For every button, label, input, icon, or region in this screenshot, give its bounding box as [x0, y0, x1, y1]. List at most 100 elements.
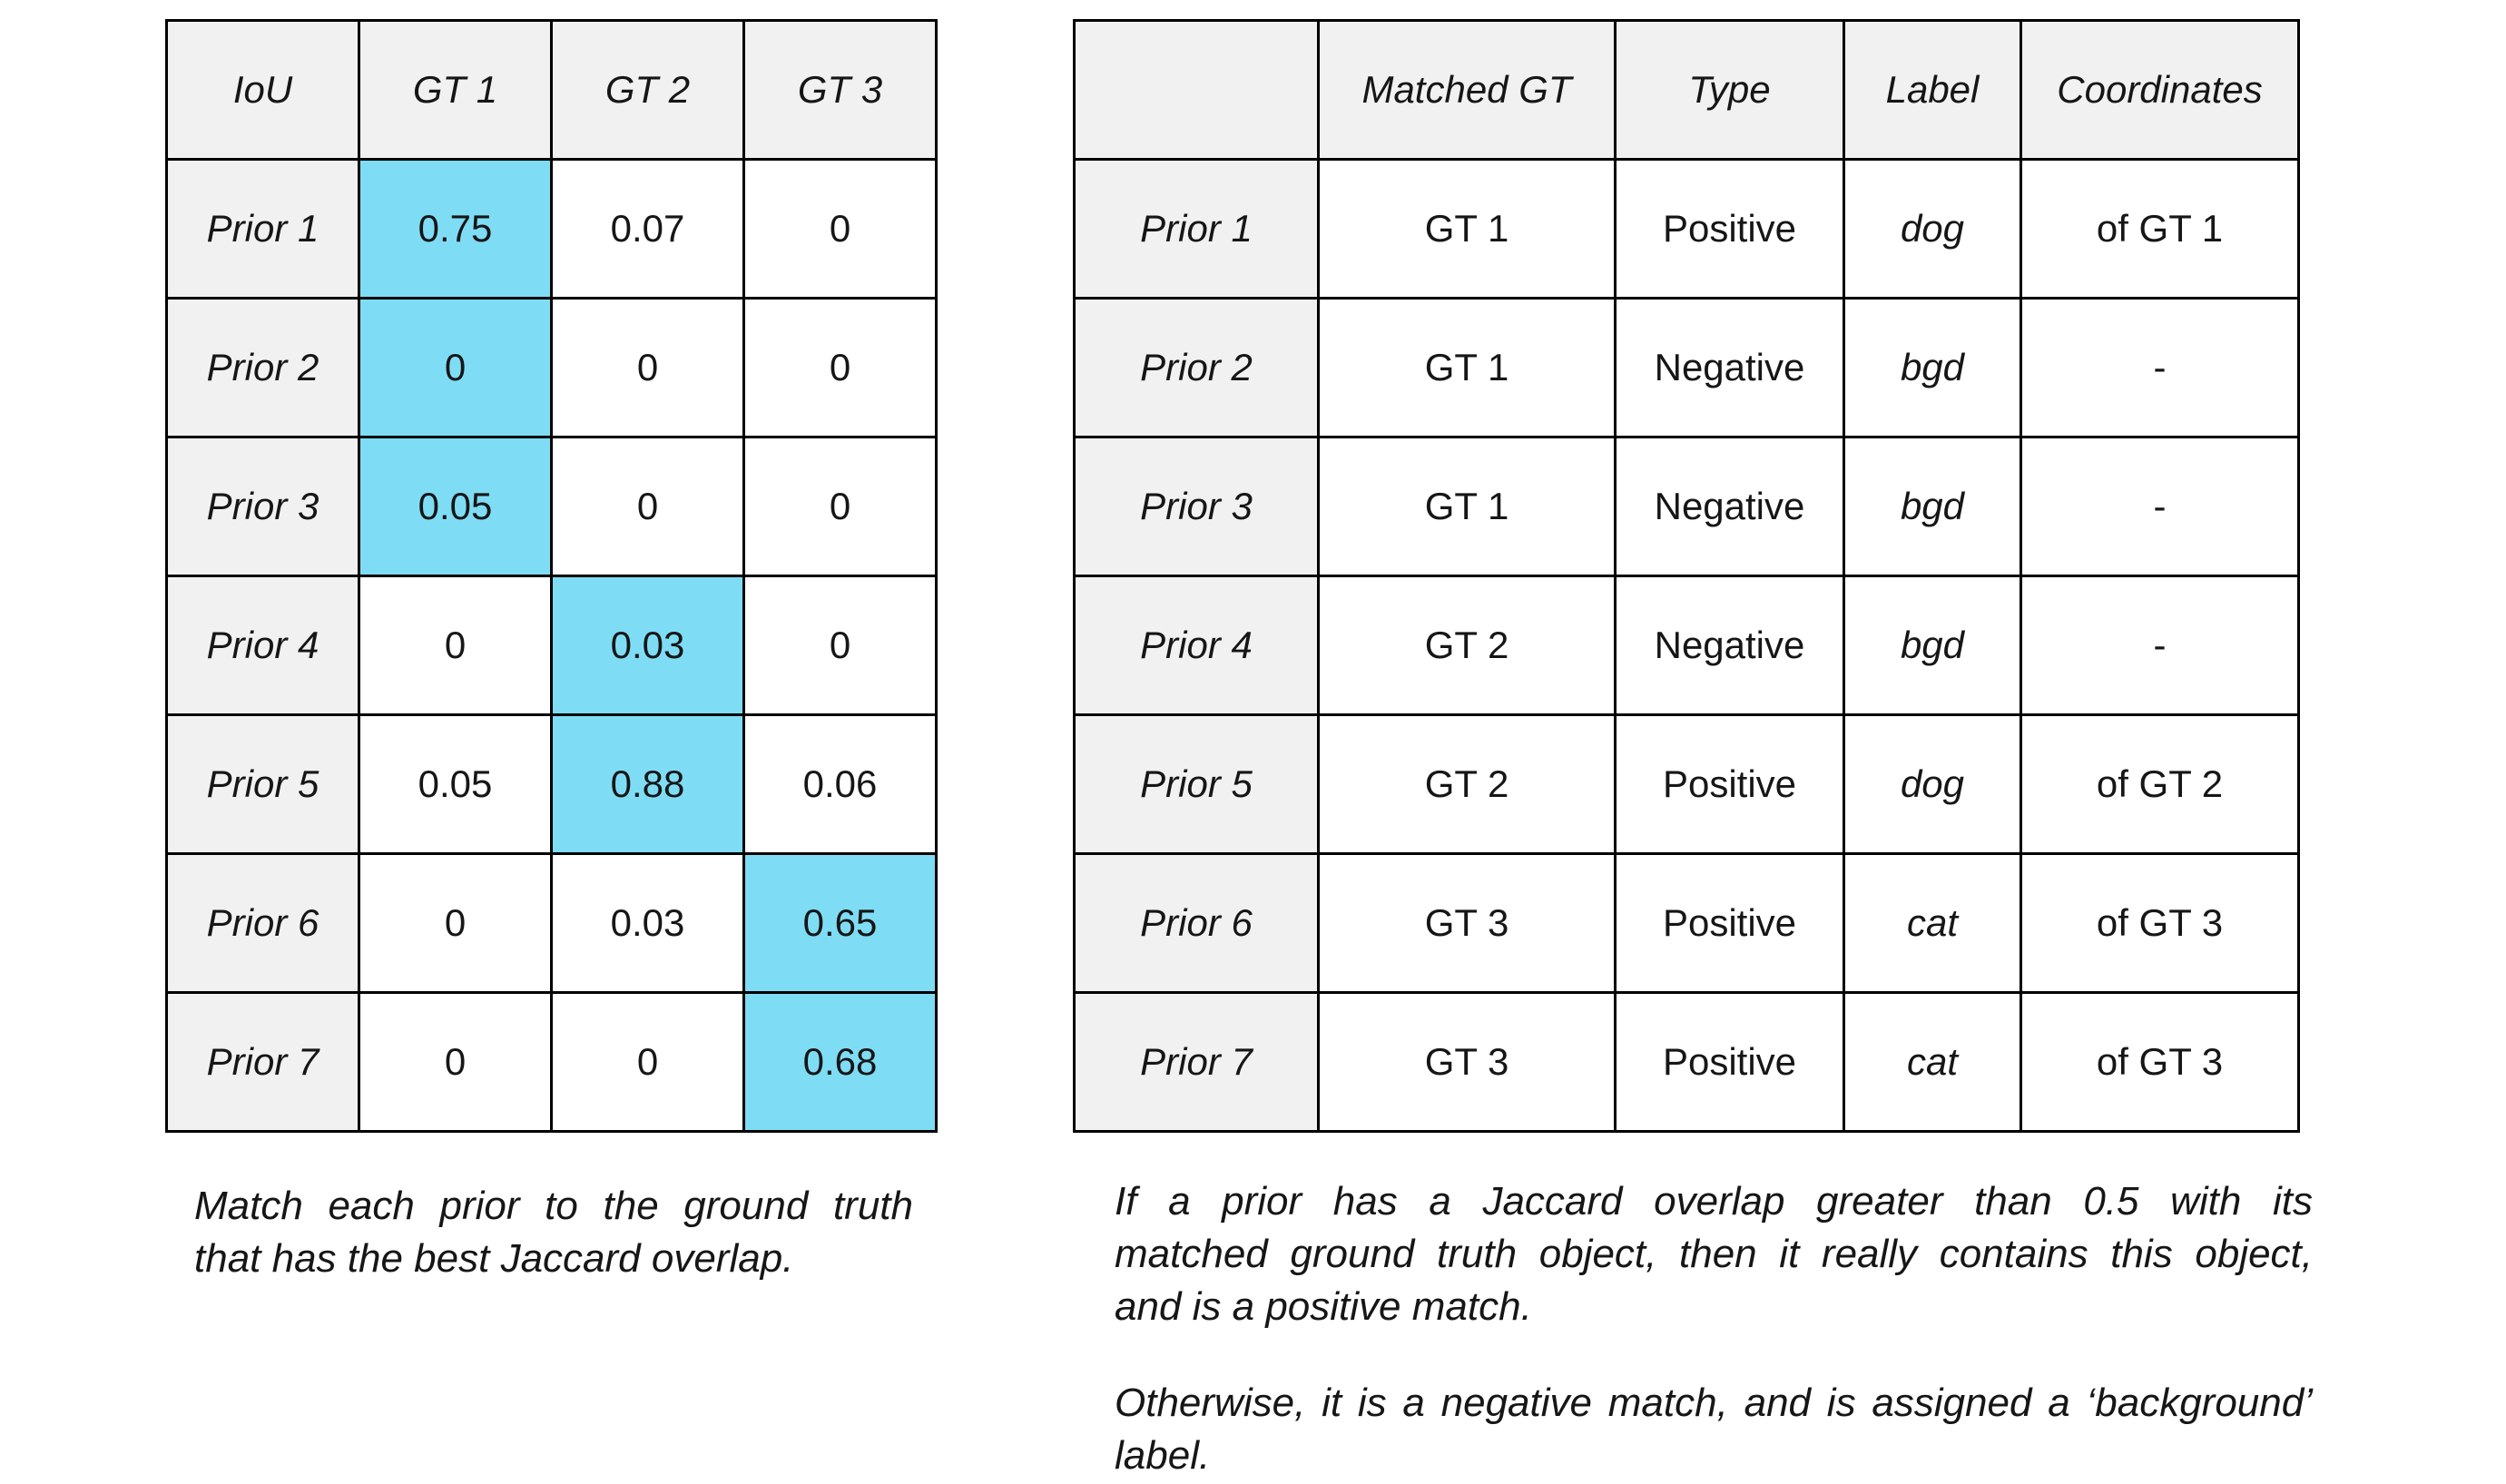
iou-value-cell: 0 — [358, 852, 553, 994]
coordinates-cell: of GT 3 — [2020, 852, 2300, 994]
prior-label-cell: Prior 5 — [165, 713, 360, 855]
table-row: Prior 6 GT 3 Positive cat of GT 3 — [1073, 852, 2300, 994]
table-row: Prior 2 0 0 0 — [165, 297, 938, 438]
prior-label-cell: Prior 6 — [1073, 852, 1320, 994]
matched-gt-cell: GT 3 — [1317, 852, 1617, 994]
prior-label-cell: Prior 2 — [1073, 297, 1320, 438]
iou-value-cell: 0 — [550, 297, 745, 438]
table-row: Prior 7 0 0 0.68 — [165, 991, 938, 1133]
table-row: Prior 5 0.05 0.88 0.06 — [165, 713, 938, 855]
table-row: Prior 3 GT 1 Negative bgd - — [1073, 436, 2300, 577]
match-caption: If a prior has a Jaccard overlap greater… — [1115, 1175, 2313, 1482]
table-row: Prior 4 GT 2 Negative bgd - — [1073, 575, 2300, 716]
match-caption-paragraph: Otherwise, it is a negative match, and i… — [1115, 1377, 2313, 1482]
iou-value-cell: 0 — [742, 158, 938, 300]
prior-label-cell: Prior 7 — [165, 991, 360, 1133]
iou-value-cell: 0.05 — [358, 436, 553, 577]
type-cell: Negative — [1614, 297, 1845, 438]
table-row: Prior 7 GT 3 Positive cat of GT 3 — [1073, 991, 2300, 1133]
iou-value-cell: 0 — [358, 991, 553, 1133]
match-table-header-cell: Matched GT — [1317, 19, 1617, 161]
match-caption-paragraph: If a prior has a Jaccard overlap greater… — [1115, 1175, 2313, 1333]
matched-gt-cell: GT 2 — [1317, 713, 1617, 855]
table-row: Prior 2 GT 1 Negative bgd - — [1073, 297, 2300, 438]
class-label-cell: bgd — [1843, 436, 2022, 577]
prior-label-cell: Prior 6 — [165, 852, 360, 994]
coordinates-cell: - — [2020, 297, 2300, 438]
matched-gt-cell: GT 2 — [1317, 575, 1617, 716]
iou-value-cell: 0 — [358, 575, 553, 716]
iou-caption: Match each prior to the ground truth tha… — [194, 1180, 913, 1285]
type-cell: Negative — [1614, 436, 1845, 577]
match-table-header-cell: Label — [1843, 19, 2022, 161]
iou-table-header-cell: GT 1 — [358, 19, 553, 161]
prior-label-cell: Prior 1 — [1073, 158, 1320, 300]
type-cell: Positive — [1614, 991, 1845, 1133]
iou-value-cell: 0.03 — [550, 852, 745, 994]
iou-value-cell: 0 — [550, 991, 745, 1133]
iou-value-cell: 0.06 — [742, 713, 938, 855]
class-label-cell: dog — [1843, 713, 2022, 855]
iou-value-cell: 0.68 — [742, 991, 938, 1133]
table-row: Prior 4 0 0.03 0 — [165, 575, 938, 716]
type-cell: Negative — [1614, 575, 1845, 716]
iou-table-header-cell: GT 2 — [550, 19, 745, 161]
match-caption-line: label. — [1115, 1433, 1211, 1478]
iou-value-cell: 0 — [742, 436, 938, 577]
iou-table: IoU GT 1 GT 2 GT 3 Prior 1 0.75 0.07 0 P… — [165, 19, 938, 1133]
coordinates-cell: of GT 1 — [2020, 158, 2300, 300]
table-row: Prior 1 0.75 0.07 0 — [165, 158, 938, 300]
iou-value-cell: 0.75 — [358, 158, 553, 300]
prior-label-cell: Prior 4 — [1073, 575, 1320, 716]
iou-value-cell: 0.65 — [742, 852, 938, 994]
match-table-header-cell: Type — [1614, 19, 1845, 161]
class-label-cell: dog — [1843, 158, 2022, 300]
coordinates-cell: of GT 3 — [2020, 991, 2300, 1133]
prior-label-cell: Prior 3 — [1073, 436, 1320, 577]
iou-caption-line: that has the best Jaccard overlap. — [194, 1236, 794, 1281]
type-cell: Positive — [1614, 713, 1845, 855]
match-table: Matched GT Type Label Coordinates Prior … — [1073, 19, 2300, 1133]
matched-gt-cell: GT 3 — [1317, 991, 1617, 1133]
matched-gt-cell: GT 1 — [1317, 297, 1617, 438]
iou-caption-line: Match each prior to the ground truth — [194, 1184, 913, 1228]
matched-gt-cell: GT 1 — [1317, 436, 1617, 577]
class-label-cell: cat — [1843, 852, 2022, 994]
class-label-cell: cat — [1843, 991, 2022, 1133]
iou-value-cell: 0.03 — [550, 575, 745, 716]
prior-label-cell: Prior 1 — [165, 158, 360, 300]
prior-label-cell: Prior 3 — [165, 436, 360, 577]
type-cell: Positive — [1614, 158, 1845, 300]
table-row: Prior 6 0 0.03 0.65 — [165, 852, 938, 994]
prior-label-cell: Prior 4 — [165, 575, 360, 716]
iou-table-header-cell: GT 3 — [742, 19, 938, 161]
iou-value-cell: 0 — [742, 575, 938, 716]
table-header-row: Matched GT Type Label Coordinates — [1073, 19, 2300, 161]
class-label-cell: bgd — [1843, 297, 2022, 438]
iou-value-cell: 0 — [550, 436, 745, 577]
iou-value-cell: 0.05 — [358, 713, 553, 855]
iou-table-header-cell: IoU — [165, 19, 360, 161]
coordinates-cell: of GT 2 — [2020, 713, 2300, 855]
table-header-row: IoU GT 1 GT 2 GT 3 — [165, 19, 938, 161]
iou-value-cell: 0.88 — [550, 713, 745, 855]
prior-label-cell: Prior 7 — [1073, 991, 1320, 1133]
table-row: Prior 5 GT 2 Positive dog of GT 2 — [1073, 713, 2300, 855]
prior-label-cell: Prior 5 — [1073, 713, 1320, 855]
match-caption-line: Otherwise, it is a negative match, and i… — [1115, 1381, 2313, 1425]
type-cell: Positive — [1614, 852, 1845, 994]
coordinates-cell: - — [2020, 436, 2300, 577]
table-row: Prior 1 GT 1 Positive dog of GT 1 — [1073, 158, 2300, 300]
match-caption-line: and is a positive match. — [1115, 1284, 1532, 1329]
iou-value-cell: 0 — [742, 297, 938, 438]
match-caption-line: matched ground truth object, then it rea… — [1115, 1232, 2313, 1276]
matched-gt-cell: GT 1 — [1317, 158, 1617, 300]
coordinates-cell: - — [2020, 575, 2300, 716]
prior-label-cell: Prior 2 — [165, 297, 360, 438]
match-caption-line: If a prior has a Jaccard overlap greater… — [1115, 1179, 2313, 1224]
match-table-header-cell — [1073, 19, 1320, 161]
match-table-header-cell: Coordinates — [2020, 19, 2300, 161]
table-row: Prior 3 0.05 0 0 — [165, 436, 938, 577]
class-label-cell: bgd — [1843, 575, 2022, 716]
iou-value-cell: 0 — [358, 297, 553, 438]
